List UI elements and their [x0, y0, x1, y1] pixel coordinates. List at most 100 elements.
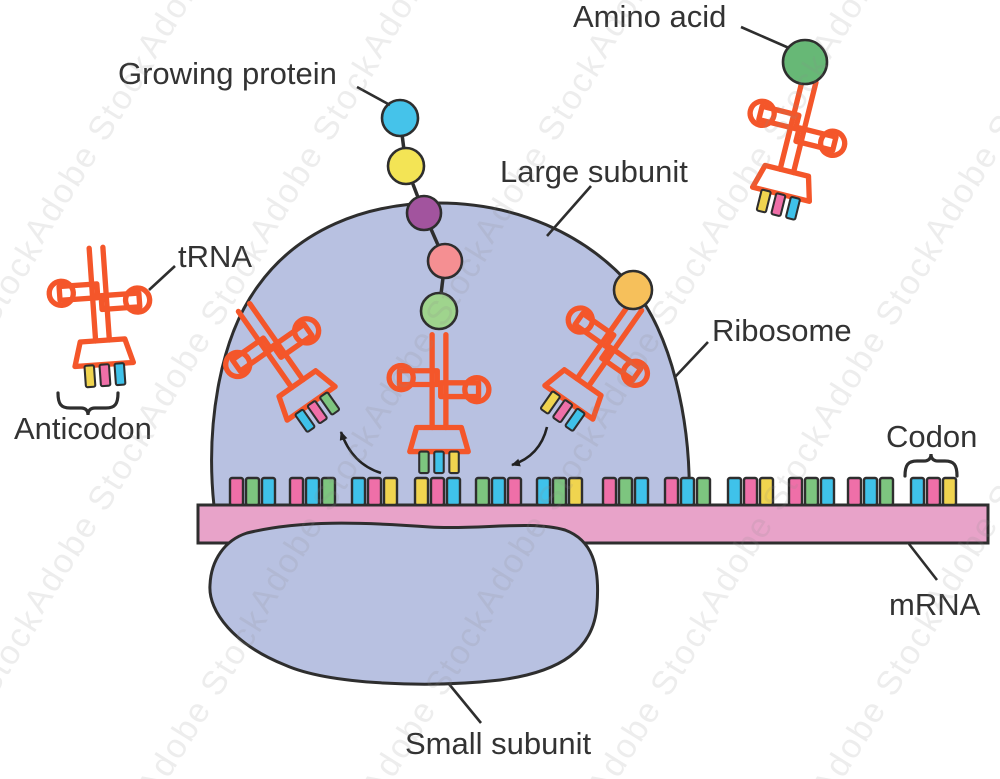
codon-4-base-1 [413, 476, 430, 507]
codon-10-base-1 [787, 476, 804, 507]
label-trna: tRNA [178, 239, 252, 274]
anticodon-tab [564, 407, 586, 432]
watermark-text: Adobe Stock [355, 0, 501, 64]
codon-5-base-3 [506, 476, 523, 507]
label-growing-protein: Growing protein [118, 56, 337, 91]
leader-trna [148, 265, 176, 291]
protein-bead-2 [386, 146, 426, 186]
label-ribosome: Ribosome [712, 313, 852, 348]
leader-mrna [907, 543, 939, 581]
leader-large-subunit [546, 185, 592, 237]
codon-8-base-2 [679, 476, 696, 507]
anticodon-tab [539, 390, 561, 415]
anticodon-tab [433, 450, 445, 475]
leader-growing-protein [356, 85, 391, 107]
anticodon-tab [98, 363, 112, 388]
anticodon-brace [56, 391, 120, 416]
label-anticodon: Anticodon [14, 411, 152, 446]
codon-2-base-2 [304, 476, 321, 507]
label-codon: Codon [886, 419, 977, 454]
codon-2-base-1 [288, 476, 305, 507]
arrow-trna-enter [511, 426, 549, 467]
codon-6-base-1 [535, 476, 552, 507]
codon-layer [228, 476, 958, 507]
codon-3-base-1 [350, 476, 367, 507]
codon-11-base-1 [846, 476, 863, 507]
watermark-text: Adobe Stock [805, 602, 951, 779]
label-amino-acid: Amino acid [573, 0, 726, 34]
trna-layer [46, 76, 848, 475]
protein-bead-4 [426, 242, 464, 280]
anticodon-tab [306, 400, 328, 425]
codon-12-base-1 [909, 476, 926, 507]
codon-8-base-1 [663, 476, 680, 507]
watermark-text: Adobe Stock [917, 47, 1000, 249]
codon-1-base-3 [260, 476, 277, 507]
trna-center [386, 331, 492, 475]
codon-1-base-2 [244, 476, 261, 507]
codon-4-base-3 [445, 476, 462, 507]
codon-5-base-1 [474, 476, 491, 507]
protein-bead-3 [405, 194, 443, 232]
anticodon-tab [552, 399, 574, 424]
watermark-text: Adobe Stock [0, 232, 51, 434]
watermark-text: Adobe Stock [130, 602, 276, 779]
anticodon-tab [770, 192, 787, 217]
anticodon-tab [113, 362, 127, 387]
anticodon-tab [448, 450, 460, 475]
watermark-text: Adobe Stock [0, 0, 51, 64]
codon-5-base-2 [490, 476, 507, 507]
watermark-text: Adobe Stock [805, 0, 951, 64]
small-subunit-shape [208, 521, 600, 686]
protein-bead-5 [419, 291, 459, 331]
codon-8-base-3 [695, 476, 712, 507]
trna-exiting [223, 300, 341, 433]
watermark-text: Adobe Stock [17, 417, 163, 619]
codon-6-base-3 [567, 476, 584, 507]
anticodon-tab [83, 364, 97, 389]
codon-3-base-3 [382, 476, 399, 507]
codon-12-base-2 [925, 476, 942, 507]
codon-9-base-2 [742, 476, 759, 507]
anticodon-tab [418, 450, 430, 475]
watermark-text: Adobe Stock [0, 602, 51, 779]
codon-1-base-1 [228, 476, 245, 507]
watermark-text: Adobe Stock [467, 47, 613, 249]
codon-3-base-2 [366, 476, 383, 507]
codon-brace [903, 453, 959, 478]
codon-7-base-1 [601, 476, 618, 507]
amino-acid-incoming [612, 269, 654, 311]
arrow-trna-exit [339, 431, 382, 475]
codon-6-base-2 [551, 476, 568, 507]
trna-free-top-right [747, 76, 848, 221]
codon-11-base-3 [878, 476, 895, 507]
protein-chain-layer [380, 38, 829, 331]
codon-11-base-2 [862, 476, 879, 507]
trna-free-left [46, 244, 153, 389]
anticodon-tab [319, 391, 341, 416]
anticodon-tab [785, 196, 801, 221]
label-mrna: mRNA [889, 587, 981, 622]
watermark-text: Adobe Stock [130, 0, 276, 64]
codon-9-base-3 [758, 476, 775, 507]
protein-bead-1 [380, 98, 420, 138]
label-small-subunit: Small subunit [405, 726, 591, 761]
label-large-subunit: Large subunit [500, 154, 688, 189]
codon-7-base-2 [617, 476, 634, 507]
watermark-text: Adobe Stock [17, 47, 163, 249]
leader-amino-acid [740, 25, 790, 50]
leader-ribosome [674, 341, 709, 378]
codon-7-base-3 [633, 476, 650, 507]
codon-9-base-1 [726, 476, 743, 507]
codon-4-base-2 [429, 476, 446, 507]
codon-12-base-3 [941, 476, 958, 507]
watermark-text: Adobe Stock [580, 602, 726, 779]
anticodon-tab [294, 408, 316, 433]
leader-small-subunit [447, 683, 483, 724]
codon-10-base-2 [803, 476, 820, 507]
codon-10-base-3 [819, 476, 836, 507]
codon-2-base-3 [320, 476, 337, 507]
amino-acid-free [781, 38, 829, 86]
